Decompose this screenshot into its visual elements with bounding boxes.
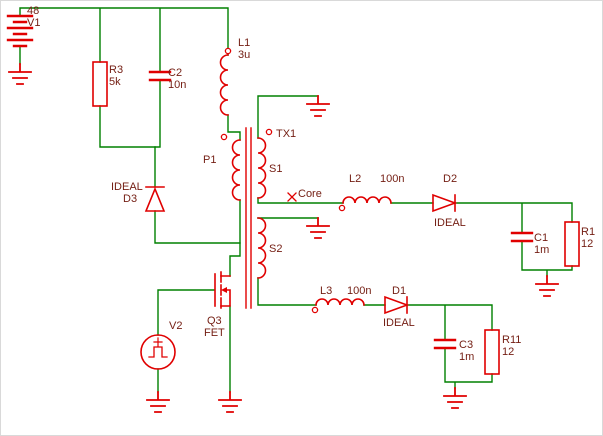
c3-name-label: C3 — [459, 339, 473, 351]
inductor-coil — [342, 196, 392, 204]
tx1-core-label: Core — [298, 188, 322, 200]
diode-triangle — [144, 186, 166, 212]
core-lines — [245, 127, 252, 309]
capacitor-plates — [510, 231, 534, 243]
ground-symbol-output1[interactable] — [535, 275, 559, 297]
d1-name-label: D1 — [392, 285, 406, 297]
plus-sign-icon — [153, 337, 163, 347]
v1-battery-symbol[interactable] — [6, 14, 34, 48]
battery-cells — [6, 14, 34, 48]
net-s1-ground[interactable] — [257, 95, 319, 139]
q3-name-label: Q3 — [207, 315, 222, 327]
v1-name-label: V1 — [27, 17, 40, 29]
d2-value-label: IDEAL — [434, 217, 466, 229]
c1-capacitor-symbol[interactable] — [510, 231, 534, 243]
d3-diode-symbol[interactable] — [144, 186, 166, 212]
l3-inductor-symbol[interactable] — [311, 298, 365, 314]
diode-triangle — [432, 193, 458, 213]
c3-value-label: 1m — [459, 351, 474, 363]
tx1-primary-label: P1 — [203, 154, 216, 166]
d2-diode-symbol[interactable] — [432, 193, 458, 213]
terminal-dot — [338, 204, 346, 212]
r11-resistor-symbol[interactable] — [484, 329, 500, 375]
ground-symbol-s1[interactable] — [306, 95, 330, 117]
capacitor-plates — [148, 70, 172, 82]
tx1-secondary2-label: S2 — [269, 243, 282, 255]
net-input-rail[interactable] — [19, 7, 229, 148]
d3-value-label: IDEAL — [111, 181, 143, 193]
d1-value-label: IDEAL — [383, 317, 415, 329]
l1-name-label: L1 — [238, 37, 250, 49]
c3-capacitor-symbol[interactable] — [433, 338, 457, 350]
l2-name-label: L2 — [349, 173, 361, 185]
secondary1-winding — [257, 137, 267, 199]
terminal-dot — [311, 306, 319, 314]
fet-leads — [220, 275, 231, 307]
l3-name-label: L3 — [320, 285, 332, 297]
wires — [19, 7, 573, 393]
c2-capacitor-symbol[interactable] — [148, 70, 172, 82]
tx1-secondary1-label: S1 — [269, 163, 282, 175]
ground-symbol-s2[interactable] — [306, 217, 330, 239]
ground-symbol-output2[interactable] — [443, 387, 467, 409]
core-pin-cross — [287, 192, 297, 202]
net-primary[interactable] — [227, 114, 241, 277]
r3-resistor-symbol[interactable] — [92, 61, 108, 107]
net-gate-drive[interactable] — [157, 289, 215, 393]
r1-value-label: 12 — [581, 238, 593, 250]
d3-name-label: D3 — [123, 193, 137, 205]
net-output1[interactable] — [257, 197, 573, 277]
resistor-body — [564, 221, 580, 267]
d1-diode-symbol[interactable] — [384, 295, 410, 315]
primary-phase-dot — [220, 133, 228, 141]
r11-value-label: 12 — [502, 346, 514, 358]
v2-pulse-source-symbol[interactable] — [140, 334, 176, 370]
secondary-phase-dot — [265, 128, 273, 136]
secondary2-winding — [257, 217, 267, 279]
resistor-body — [92, 61, 108, 107]
inductor-coil — [219, 54, 229, 116]
terminal-dot — [224, 47, 232, 55]
capacitor-plates — [433, 338, 457, 350]
net-clamp[interactable] — [154, 146, 241, 244]
diode-triangle — [384, 295, 410, 315]
l1-inductor-symbol[interactable] — [219, 47, 232, 116]
r1-name-label: R1 — [581, 226, 595, 238]
c1-value-label: 1m — [534, 244, 549, 256]
c1-name-label: C1 — [534, 232, 548, 244]
q3-value-label: FET — [204, 327, 225, 339]
r1-resistor-symbol[interactable] — [564, 221, 580, 267]
d2-name-label: D2 — [443, 173, 457, 185]
l2-value-label: 100n — [380, 173, 404, 185]
r3-value-label: 5k — [109, 76, 121, 88]
v1-value-label: 48 — [27, 5, 39, 17]
ground-symbol-v2[interactable] — [146, 391, 170, 413]
l3-value-label: 100n — [347, 285, 371, 297]
resistor-body — [484, 329, 500, 375]
inductor-coil — [315, 298, 365, 306]
ground-symbol-v1[interactable] — [8, 63, 32, 85]
pulse-waveform-icon — [148, 346, 168, 358]
q3-mosfet-symbol[interactable] — [214, 271, 231, 309]
r11-name-label: R11 — [502, 334, 521, 346]
c2-name-label: C2 — [168, 67, 182, 79]
ground-symbol-source[interactable] — [218, 391, 242, 413]
body-arrow — [221, 287, 227, 293]
r3-name-label: R3 — [109, 64, 123, 76]
v2-name-label: V2 — [169, 320, 182, 332]
l2-inductor-symbol[interactable] — [338, 196, 392, 212]
net-output2[interactable] — [257, 277, 493, 389]
tx1-name-label: TX1 — [276, 128, 296, 140]
tx1-transformer-symbol[interactable] — [220, 127, 297, 309]
source-circle — [140, 334, 176, 370]
primary-winding — [231, 139, 241, 201]
l1-value-label: 3u — [238, 49, 250, 61]
c2-value-label: 10n — [168, 79, 186, 91]
